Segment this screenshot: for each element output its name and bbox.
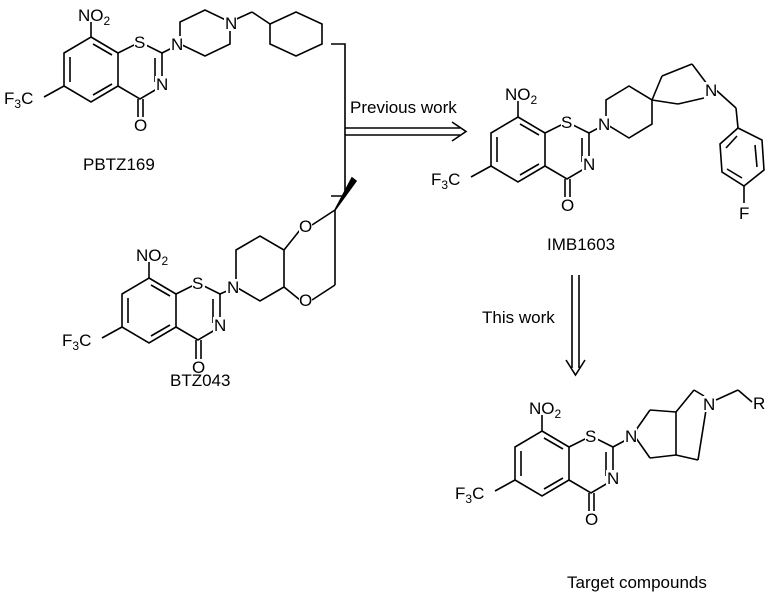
imb1603-cf3-label: F3C bbox=[431, 170, 460, 192]
btz043-cf3-label: F3C bbox=[62, 331, 91, 353]
target-benzene-ring bbox=[514, 430, 570, 497]
btz043-dioxolane-oxygen-1: O bbox=[299, 217, 312, 236]
target-sulfur-label: S bbox=[585, 427, 596, 446]
btz043-ring-nitrogen-label: N bbox=[214, 316, 226, 335]
imb1603-fluorine-label: F bbox=[739, 204, 749, 223]
pbtz169-structure: NO2 S N O N N F3C PBTZ169 bbox=[4, 6, 323, 174]
imb1603-structure: NO2 S N O N N F F3C IMB1603 bbox=[431, 63, 765, 254]
pbtz169-piperazine-nitrogen-1: N bbox=[171, 35, 183, 54]
previous-work-arrow: Previous work bbox=[331, 43, 468, 197]
pbtz169-benzene-ring bbox=[63, 36, 119, 103]
imb1603-benzene-ring bbox=[490, 116, 546, 183]
target-nitro-label: NO2 bbox=[529, 399, 562, 421]
btz043-structure: NO2 S N O N O O F3C BTZ043 bbox=[62, 176, 358, 390]
this-work-arrow: This work bbox=[482, 275, 586, 377]
pbtz169-ring-nitrogen-label: N bbox=[156, 75, 168, 94]
btz043-piperidine-ring bbox=[235, 235, 285, 302]
imb1603-ring-nitrogen-label: N bbox=[583, 155, 595, 174]
btz043-name: BTZ043 bbox=[170, 371, 230, 390]
bracket bbox=[331, 43, 346, 197]
btz043-oxygen-label: O bbox=[192, 358, 205, 377]
pbtz169-sulfur-label: S bbox=[134, 33, 145, 52]
this-work-label: This work bbox=[482, 308, 555, 327]
target-structure: NO2 S N O N N R F3C Target compounds bbox=[455, 389, 765, 592]
btz043-benzene-ring bbox=[121, 277, 177, 344]
imb1603-nitro-label: NO2 bbox=[505, 85, 538, 107]
imb1603-name: IMB1603 bbox=[547, 235, 615, 254]
target-compounds-name: Target compounds bbox=[567, 573, 707, 592]
pbtz169-cyclohexane-ring bbox=[269, 11, 323, 57]
imb1603-pyrrolidine-nitrogen: N bbox=[705, 81, 717, 100]
target-bicycle-nitrogen-2: N bbox=[703, 395, 715, 414]
btz043-nitro-label: NO2 bbox=[136, 246, 169, 268]
btz043-piperidine-nitrogen: N bbox=[227, 278, 239, 297]
pbtz169-name: PBTZ169 bbox=[83, 155, 155, 174]
target-r-group-label: R bbox=[753, 394, 765, 413]
imb1603-oxygen-label: O bbox=[561, 196, 574, 215]
imb1603-sulfur-label: S bbox=[561, 113, 572, 132]
imb1603-piperidine-ring bbox=[605, 85, 653, 139]
pbtz169-piperazine-ring bbox=[179, 9, 231, 57]
target-bicycle-nitrogen-1: N bbox=[625, 427, 637, 446]
previous-work-label: Previous work bbox=[350, 98, 457, 117]
imb1603-piperidine-nitrogen: N bbox=[598, 115, 610, 134]
target-ring-nitrogen-label: N bbox=[607, 469, 619, 488]
pbtz169-piperazine-nitrogen-2: N bbox=[225, 14, 237, 33]
target-cf3-label: F3C bbox=[455, 484, 484, 506]
pbtz169-oxygen-label: O bbox=[134, 116, 147, 135]
target-oxygen-label: O bbox=[585, 510, 598, 529]
btz043-sulfur-label: S bbox=[192, 274, 203, 293]
btz043-dioxolane-oxygen-2: O bbox=[299, 291, 312, 310]
pbtz169-cf3-label: F3C bbox=[4, 89, 33, 111]
pbtz169-nitro-label: NO2 bbox=[78, 6, 111, 28]
